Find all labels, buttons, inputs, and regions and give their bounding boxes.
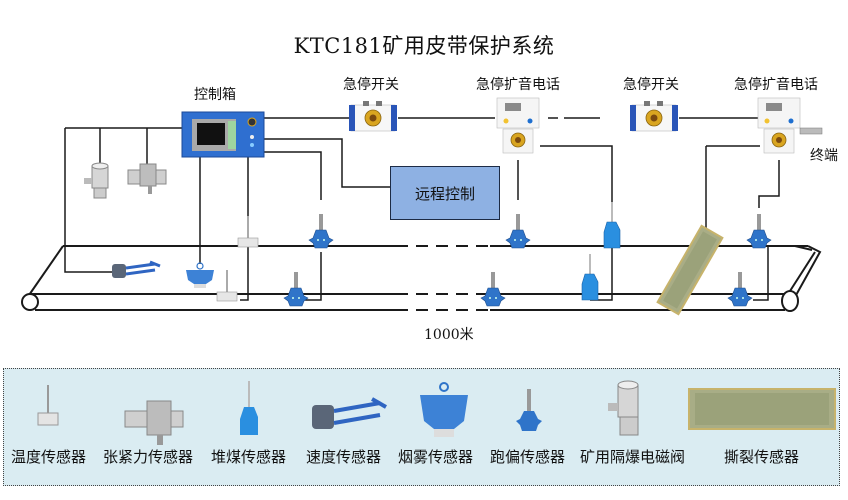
tension-sensor-icon: [124, 400, 184, 445]
emergency-phone-2-label: 急停扩音电话: [734, 77, 818, 93]
control-box-label: 控制箱: [194, 87, 236, 103]
legend-item-solenoid-valve: 矿用隔爆电磁阀: [580, 448, 686, 466]
terminal-label: 终端: [810, 148, 838, 164]
emergency-switch-1-label: 急停开关: [343, 77, 399, 93]
deviation-sensor-icon: [516, 389, 542, 431]
legend-item-tension-sensor: 张紧力传感器: [103, 448, 194, 466]
legend-item-coal-pile-sensor: 堆煤传感器: [211, 448, 287, 466]
emergency-switch-2-label: 急停开关: [623, 77, 679, 93]
coal-pile-sensor-icon: [240, 381, 258, 435]
legend-item-smoke-sensor: 烟雾传感器: [398, 448, 474, 466]
smoke-sensor-icon: [420, 382, 468, 437]
diagram-title: KTC181矿用皮带保护系统: [293, 34, 555, 58]
remote-control-label: 远程控制: [414, 184, 475, 203]
legend-item-tear-sensor: 撕裂传感器: [724, 448, 800, 466]
belt-length-label: 1000米: [424, 327, 474, 343]
emergency-phone-1-label: 急停扩音电话: [476, 77, 560, 93]
legend-panel: 温度传感器 张紧力传感器 堆煤传感器 速度传感器 烟雾传感器 跑偏传感器 矿用隔…: [3, 368, 840, 486]
tear-sensor-icon: [688, 388, 836, 430]
legend-item-deviation-sensor: 跑偏传感器: [490, 448, 566, 466]
legend-item-speed-sensor: 速度传感器: [306, 448, 382, 466]
remote-control-box: 远程控制: [390, 166, 500, 220]
control-box-device: [181, 111, 265, 158]
belt-system-diagram: [21, 97, 823, 316]
solenoid-valve-icon: [608, 380, 639, 436]
temperature-sensor-icon: [37, 385, 59, 426]
speed-sensor-icon: [312, 397, 387, 429]
legend-item-temperature-sensor: 温度传感器: [11, 448, 87, 466]
